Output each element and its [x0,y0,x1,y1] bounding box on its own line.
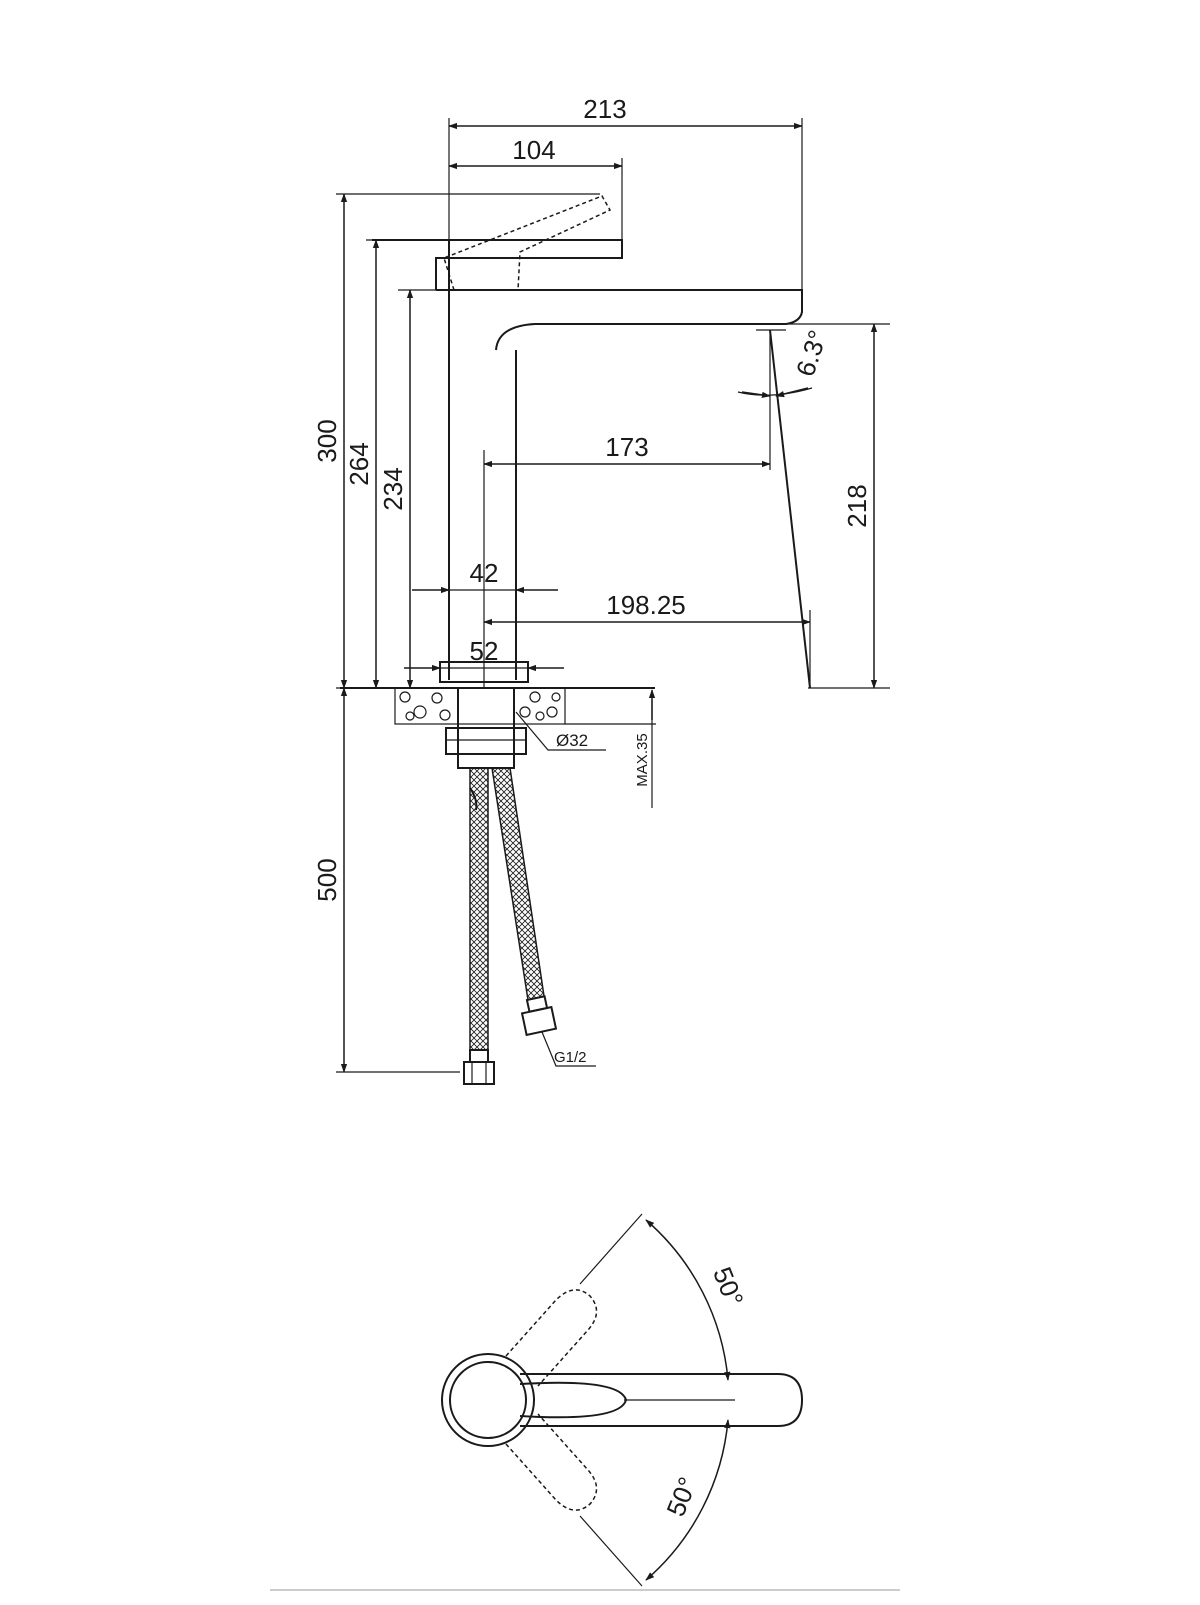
hose-left-ferrule [469,1049,489,1063]
water-stream-line [769,329,811,689]
hose-right [491,767,545,1001]
handle-rotated-up [505,1289,598,1387]
handle-outline [520,1373,804,1427]
hose-left-nut [463,1061,495,1085]
lever-outline [372,239,623,290]
arc-lower [645,1419,731,1581]
dim-500: 500 [312,858,342,901]
hose-left [469,767,489,1051]
dim-234: 234 [378,467,408,510]
dim-300: 300 [312,419,342,462]
dim-264: 264 [344,442,374,485]
angle-upper: 50° [707,1263,750,1311]
shank-end [457,753,515,769]
lever-raised-outline [443,195,612,291]
arc-upper [645,1219,731,1381]
thread-leader [541,1031,596,1067]
hose-bend-mark [469,787,478,811]
dim-104: 104 [512,135,555,165]
hole-leader [515,711,606,751]
max-label: MAX.35 [634,733,651,786]
spout-top [436,289,803,351]
dim-218: 218 [842,484,872,527]
faucet-top-view: 50° 50° [441,1213,804,1587]
dim-173: 173 [605,432,648,462]
counter-section [394,687,566,725]
dim-213: 213 [583,94,626,124]
ext-down [579,1515,643,1587]
handle-inner [519,1381,628,1419]
shank [457,687,515,755]
angle-63: 6.3° [790,326,833,380]
ext-up [579,1213,643,1285]
angle-lower: 50° [660,1473,703,1521]
hole-label: Ø32 [556,731,588,750]
body-inner-circle [449,1361,527,1439]
angle-arc [737,387,813,396]
hose-right-nut [520,1005,558,1037]
handle-rotated-down [505,1413,598,1511]
faucet-side-view: G1/2 Ø32 [340,195,803,1085]
dim-198: 198.25 [606,590,686,620]
dim-52: 52 [470,636,499,666]
thread-label: G1/2 [554,1049,587,1066]
body-outer-circle [441,1353,535,1447]
dim-42: 42 [470,558,499,588]
